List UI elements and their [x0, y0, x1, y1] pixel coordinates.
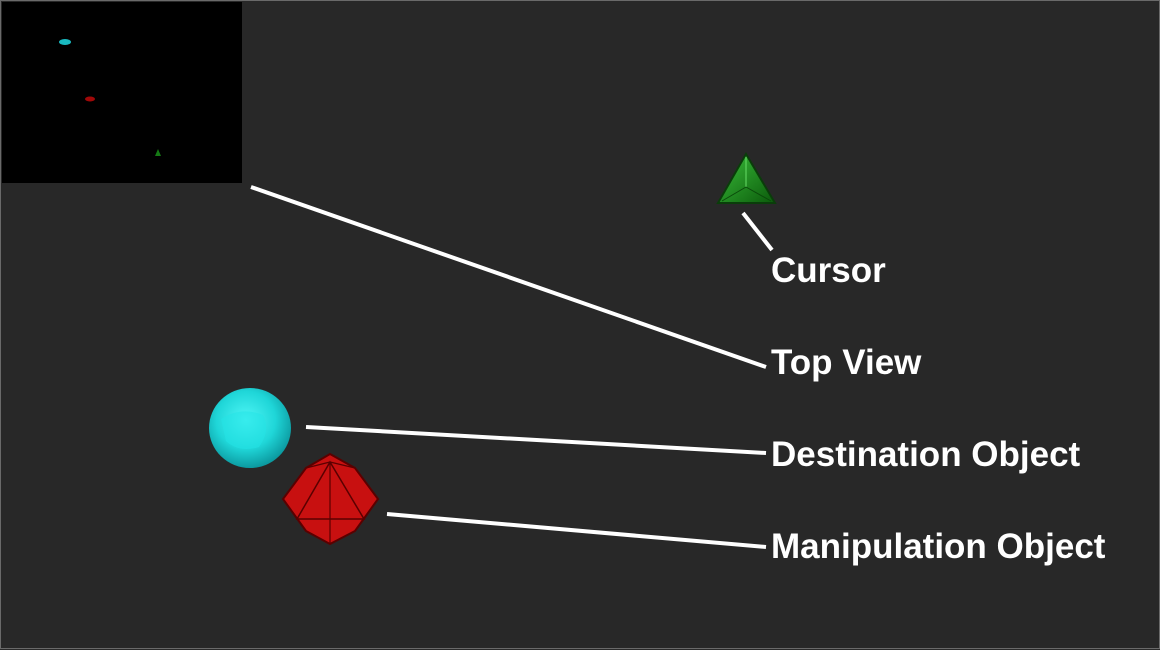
manipulation-leader-line	[386, 512, 767, 549]
cursor-leader-line	[741, 211, 774, 252]
destination-leader-line	[305, 425, 767, 455]
destination-object[interactable]	[209, 388, 291, 468]
top-view-destination-marker	[59, 39, 71, 45]
destination-object-label: Destination Object	[771, 435, 1081, 474]
top-view-leader-line	[250, 185, 767, 369]
top-view-markers	[59, 39, 161, 156]
top-view-label: Top View	[771, 343, 922, 382]
cursor-label: Cursor	[771, 251, 886, 290]
top-view-cursor-marker	[155, 149, 161, 156]
cursor-object[interactable]	[716, 152, 777, 204]
top-view-minimap	[2, 2, 242, 183]
manipulation-object-label: Manipulation Object	[771, 527, 1106, 566]
manipulation-object[interactable]	[281, 452, 380, 546]
top-view-manipulation-marker	[85, 96, 95, 102]
